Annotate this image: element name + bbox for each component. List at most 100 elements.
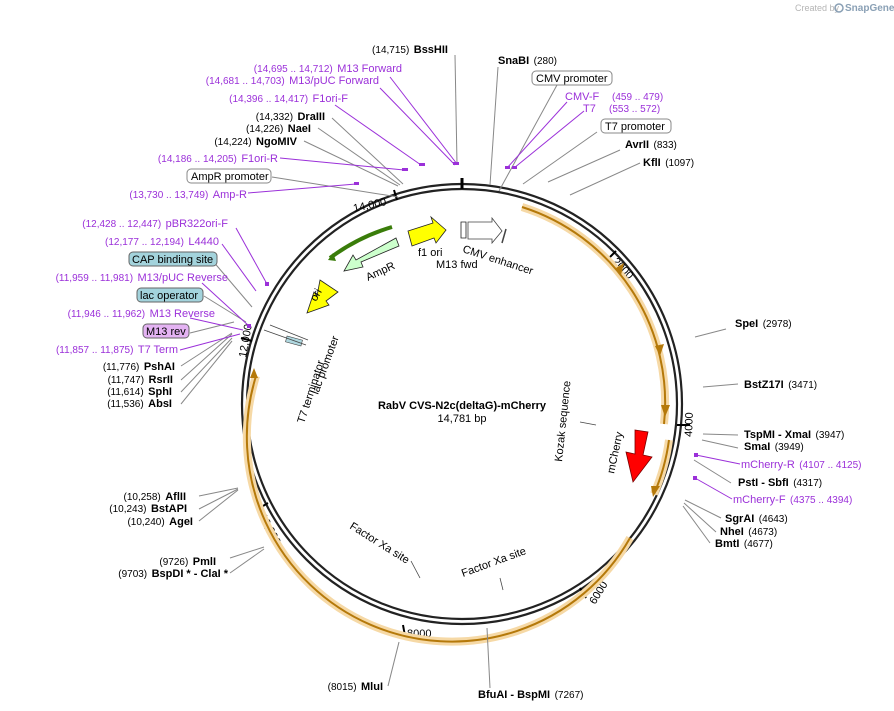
primer-name-t7-term: T7 Term xyxy=(138,344,178,356)
primer-pos-m13-reverse: (11,946 .. 11,962) xyxy=(68,309,145,320)
site-name-avrii: AvrII xyxy=(625,139,649,151)
rabies-genome-arcs xyxy=(242,203,673,646)
site-name-tspmi-xmai: TspMI - XmaI xyxy=(744,429,811,441)
site-name-psti-sbfi: PstI - SbfI xyxy=(738,477,789,489)
primer-name-mcherry-f: mCherry-F xyxy=(733,494,786,506)
primer-name-t7: T7 xyxy=(583,103,596,115)
svg-text:BstZ17I (3471): BstZ17I (3471) xyxy=(744,375,817,392)
site-name-nhei: NheI xyxy=(720,526,744,538)
primer-name-f1ori-r: F1ori-R xyxy=(241,153,278,165)
primer-name-f1ori-f: F1ori-F xyxy=(313,93,349,105)
site-name-spei: SpeI xyxy=(735,318,758,330)
primer-name-cmv-f: CMV-F xyxy=(565,91,600,103)
tick-label-14000: 14,000 xyxy=(352,196,387,215)
arrow-head-4 xyxy=(651,486,660,497)
primer-markers xyxy=(247,162,698,480)
boxed-label-ampr-promoter: AmpR promoter xyxy=(186,168,272,184)
svg-text:(12,177 .. 12,194) L4440: (12,177 .. 12,194) L4440 xyxy=(105,232,219,249)
primer-pos-t7-term: (11,857 .. 11,875) xyxy=(56,345,133,356)
site-name-snabi: SnaBI xyxy=(498,55,529,67)
ampr-arrow xyxy=(343,237,400,272)
svg-text:lac operator: lac operator xyxy=(140,290,198,302)
svg-text:AvrII (833): AvrII (833) xyxy=(625,135,677,152)
svg-text:CAP binding site: CAP binding site xyxy=(132,254,213,266)
svg-text:(12,428 .. 12,447) pBR322ori-F: (12,428 .. 12,447) pBR322ori-F xyxy=(82,214,228,231)
primer-name-m13-puc-reverse: M13/pUC Reverse xyxy=(138,272,228,284)
feature-label-factor-xa-2: Factor Xa site xyxy=(460,545,528,579)
primer-pos-f1ori-f: (14,396 .. 14,417) xyxy=(229,94,308,105)
svg-text:(11,946 .. 11,962) M13 Reverse: (11,946 .. 11,962) M13 Reverse xyxy=(68,304,215,321)
svg-text:T7 promoter: T7 promoter xyxy=(605,121,665,133)
site-pos-tspmi-xmai: (3947) xyxy=(815,430,844,441)
svg-text:(10,240) AgeI: (10,240) AgeI xyxy=(127,512,193,529)
primer-name-l4440: L4440 xyxy=(188,236,219,248)
svg-text:(11,857 .. 11,875) T7 Term: (11,857 .. 11,875) T7 Term xyxy=(56,340,178,357)
svg-text:M13 rev: M13 rev xyxy=(146,326,186,338)
boxed-label-cap-binding-site: CAP binding site xyxy=(128,251,218,267)
primer-pos-cmv-f: (459 .. 479) xyxy=(612,92,663,103)
primer-pos-m13-puc-reverse: (11,959 .. 11,981) xyxy=(56,273,133,284)
svg-text:mCherry-F (4375 .. 4394): mCherry-F (4375 .. 4394) xyxy=(733,490,852,507)
primer-name-mcherry-r: mCherry-R xyxy=(741,459,795,471)
svg-text:SnaBI (280): SnaBI (280) xyxy=(498,51,557,68)
site-pos-absi: (11,536) xyxy=(107,399,144,410)
boxed-label-t7-promoter: T7 promoter xyxy=(600,118,672,134)
primer-pos-l4440: (12,177 .. 12,194) xyxy=(105,237,184,248)
primer-name-m13-puc-forward: M13/pUC Forward xyxy=(289,75,379,87)
backbone-features xyxy=(263,215,507,347)
site-name-bspdi-clai: BspDI * - ClaI * xyxy=(152,568,229,580)
svg-text:(14,224) NgoMIV: (14,224) NgoMIV xyxy=(214,132,297,149)
site-pos-sphi: (11,614) xyxy=(107,387,144,398)
primer-name-amp-r: Amp-R xyxy=(213,189,247,201)
site-pos-mlui: (8015) xyxy=(328,682,357,693)
site-pos-bspdi-clai: (9703) xyxy=(118,569,147,580)
cmv-enhancer-arrow xyxy=(467,216,503,245)
feature-label-m13-fwd: M13 fwd xyxy=(436,259,478,271)
svg-text:(14,681 .. 14,703) M13/pUC For: (14,681 .. 14,703) M13/pUC Forward xyxy=(206,71,379,88)
site-name-kfli: KflI xyxy=(643,157,661,169)
svg-text:(11,959 .. 11,981) M13/pUC Rev: (11,959 .. 11,981) M13/pUC Reverse xyxy=(56,268,228,285)
site-pos-bstz17i: (3471) xyxy=(788,380,817,391)
site-name-pmli: PmlI xyxy=(193,556,216,568)
site-name-draiii: DraIII xyxy=(297,111,325,123)
tick-label-12000: 12,000 xyxy=(237,323,255,358)
svg-text:TspMI - XmaI (3947): TspMI - XmaI (3947) xyxy=(744,425,844,442)
boxed-label-m13-rev: M13 rev xyxy=(142,323,190,339)
svg-text:mCherry-R (4107 .. 4125): mCherry-R (4107 .. 4125) xyxy=(741,455,862,472)
site-pos-snabi: (280) xyxy=(534,56,557,67)
svg-text:(13,730 .. 13,749) Amp-R: (13,730 .. 13,749) Amp-R xyxy=(129,185,247,202)
primer-pos-f1ori-r: (14,186 .. 14,205) xyxy=(158,154,237,165)
svg-text:(14,695 .. 14,712) M13 Forward: (14,695 .. 14,712) M13 Forward xyxy=(254,59,402,76)
site-name-agei: AgeI xyxy=(169,516,193,528)
arrow-head-1 xyxy=(616,263,624,275)
svg-text:PstI - SbfI (4317): PstI - SbfI (4317) xyxy=(738,473,822,490)
site-pos-bfuai-bspmi: (7267) xyxy=(555,690,584,701)
site-pos-naei: (14,226) xyxy=(246,124,283,135)
primer-name-pbr322ori-f: pBR322ori-F xyxy=(166,218,229,230)
primer-pos-pbr322ori-f: (12,428 .. 12,447) xyxy=(82,219,161,230)
feature-label-mcherry: mCherry xyxy=(605,430,626,474)
primer-pos-m13-puc-forward: (14,681 .. 14,703) xyxy=(206,76,285,87)
mcherry-arrow xyxy=(625,429,653,483)
feature-label-t7-terminator: T7 terminator xyxy=(295,359,327,425)
svg-text:(14,332) DraIII: (14,332) DraIII xyxy=(256,107,325,124)
site-pos-bsshii: (14,715) xyxy=(372,45,409,56)
site-name-aflii: AflII xyxy=(165,491,186,503)
site-pos-rsrii: (11,747) xyxy=(108,375,145,386)
svg-text:(8015) MluI: (8015) MluI xyxy=(328,677,383,694)
site-name-bsshii: BssHII xyxy=(414,44,448,56)
svg-text:(14,715) BssHII: (14,715) BssHII xyxy=(372,40,448,57)
feature-label-factor-xa-1: Factor Xa site xyxy=(347,520,411,566)
svg-text:(9726) PmlI: (9726) PmlI xyxy=(159,552,216,569)
primer-pos-mcherry-r: (4107 .. 4125) xyxy=(799,460,861,471)
arrow-head-2 xyxy=(655,344,664,356)
svg-text:(14,396 .. 14,417) F1ori-F: (14,396 .. 14,417) F1ori-F xyxy=(229,89,348,106)
primer-name-m13-reverse: M13 Reverse xyxy=(150,308,215,320)
credit-brand: SnapGene xyxy=(845,3,894,14)
arrow-head-5 xyxy=(250,368,258,378)
primer-pos-m13-forward: (14,695 .. 14,712) xyxy=(254,64,333,75)
map-title: RabV CVS-N2c(deltaG)-mCherry xyxy=(378,400,547,412)
primer-connector-lines xyxy=(179,76,741,500)
site-pos-draiii: (14,332) xyxy=(256,112,293,123)
